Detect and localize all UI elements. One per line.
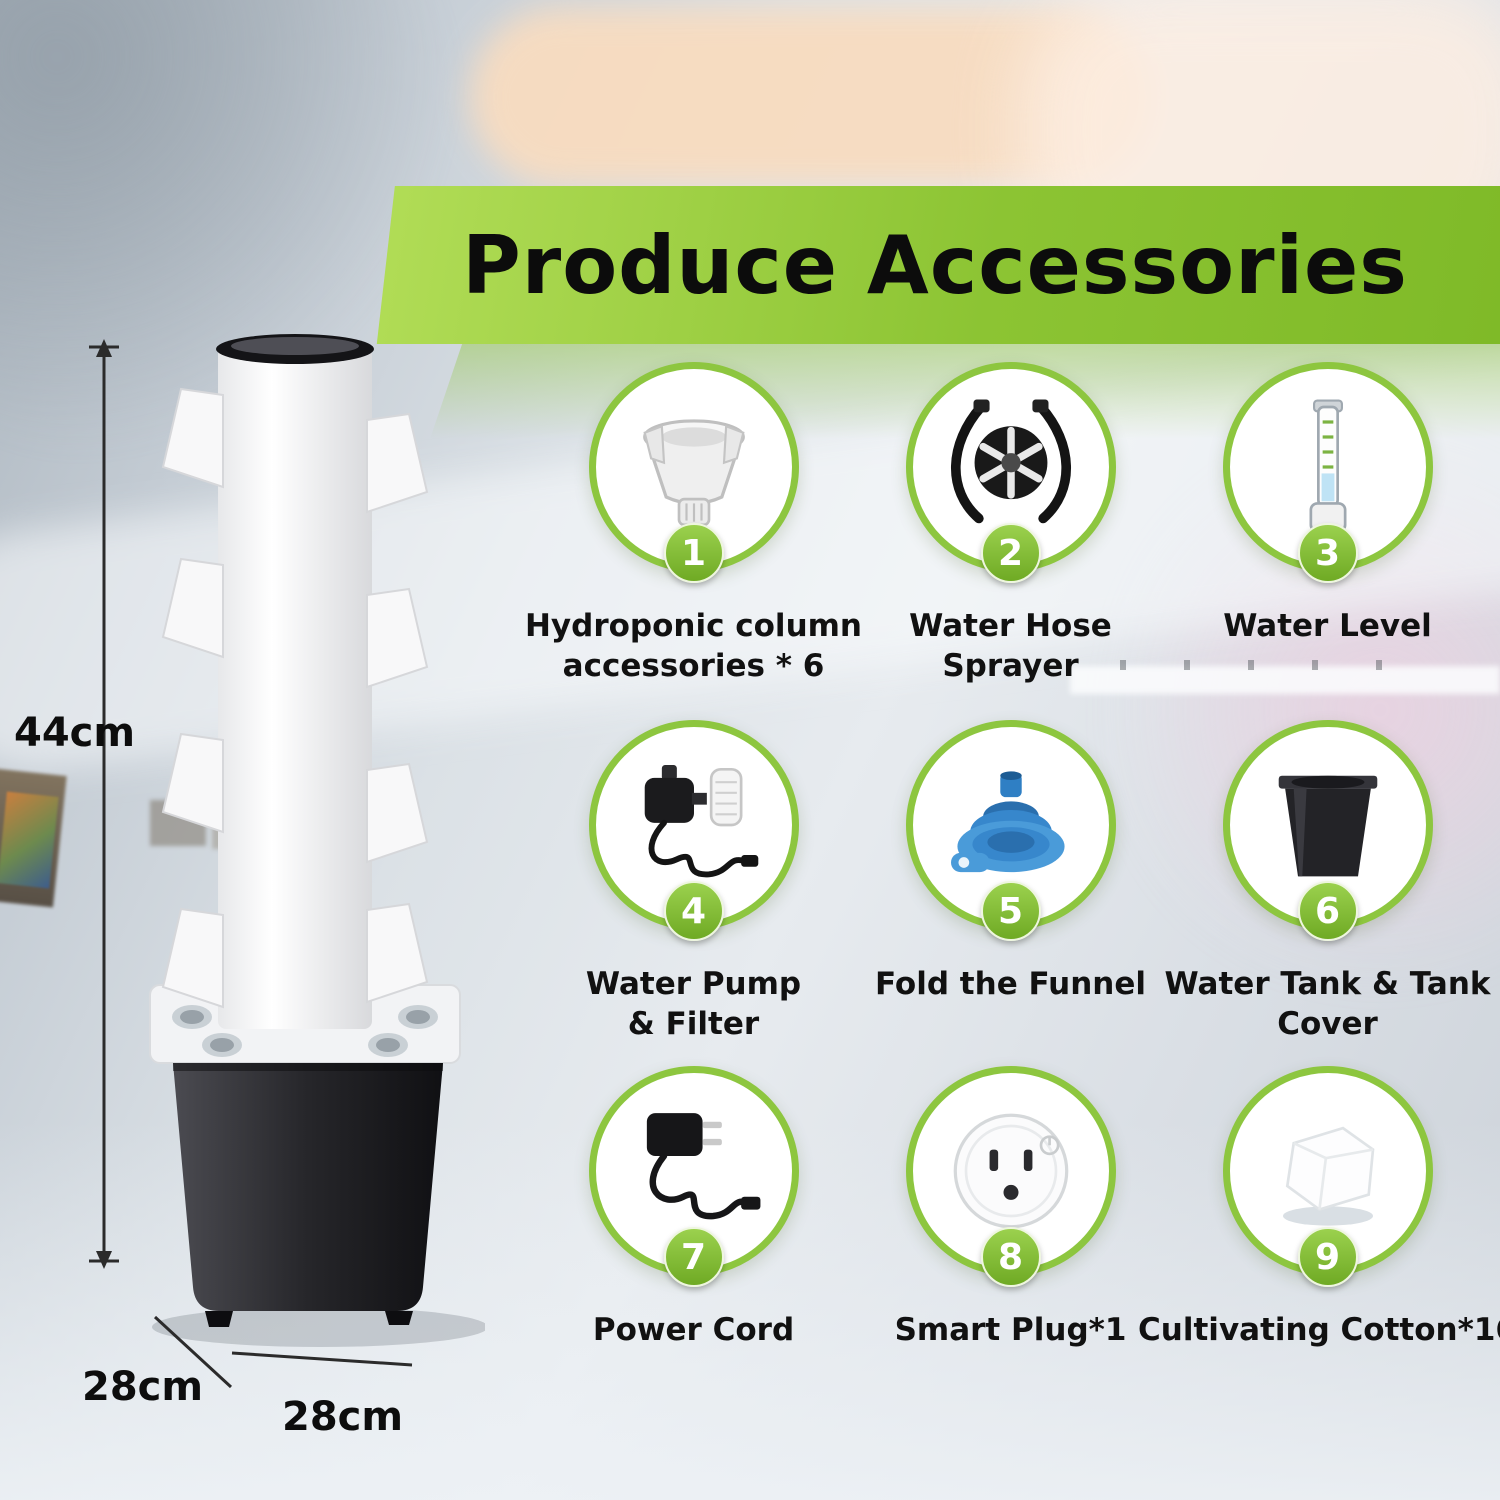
smart-plug-icon	[953, 1113, 1068, 1229]
accessory-item: 3 Water Level	[1222, 362, 1433, 720]
item-number-badge: 2	[980, 523, 1041, 583]
item-label: Power Cord	[592, 1312, 795, 1348]
accessories-grid: 1 Hydroponic column accessories * 6	[525, 362, 1500, 1350]
height-dimension-line	[89, 345, 119, 1263]
accessory-item: 4 Water Pump & Filter	[586, 720, 801, 1066]
item-photo-circle: 1	[588, 362, 799, 583]
water-tank-bucket	[173, 1063, 443, 1327]
item-label: Water Pump & Filter	[585, 966, 802, 1043]
item-label: Fold the Funnel	[874, 966, 1147, 1002]
power-cord-icon	[646, 1113, 760, 1220]
item-photo-circle: 7	[588, 1066, 799, 1287]
product-photo	[89, 334, 485, 1389]
hose-sprayer-icon	[950, 399, 1071, 524]
item-photo-circle: 8	[905, 1066, 1116, 1287]
item-label: Smart Plug*1	[894, 1312, 1127, 1348]
item-photo-circle: 6	[1222, 720, 1433, 941]
background-peach-glow	[470, 8, 1150, 186]
width-dimension-label: 28cm	[282, 1394, 404, 1440]
product-shadow	[152, 1307, 485, 1347]
item-label: Water Level	[1223, 608, 1432, 644]
accessory-item: 8 Smart Plug*1	[894, 1066, 1127, 1350]
item-label: Cultivating Cotton*16	[1138, 1312, 1500, 1348]
item-label: Water Tank & Tank Cover	[1164, 966, 1491, 1043]
item-photo-circle: 3	[1222, 362, 1433, 583]
item-number-badge: 4	[663, 881, 724, 941]
accessory-item: 6 Water Tank & Tank Cover	[1164, 720, 1491, 1066]
item-number-badge: 5	[980, 881, 1041, 941]
accessory-item: 5 Fold the Funnel	[875, 720, 1146, 1066]
accessory-item: 7 Power Cord	[588, 1066, 799, 1350]
item-photo-circle: 4	[588, 720, 799, 941]
item-number-badge: 1	[663, 523, 724, 583]
item-number-badge: 3	[1297, 523, 1358, 583]
cotton-cube-icon	[1282, 1126, 1374, 1226]
accessory-item: 1 Hydroponic column accessories * 6	[525, 362, 862, 720]
water-level-icon	[1309, 399, 1346, 533]
net-cup-icon	[642, 419, 745, 527]
item-photo-circle: 2	[905, 362, 1116, 583]
item-label: Hydroponic column accessories * 6	[524, 608, 863, 685]
height-dimension-label: 44cm	[14, 710, 136, 756]
accessory-item: 9 Cultivating Cotton*16	[1138, 1066, 1500, 1350]
water-tank-icon	[1278, 775, 1377, 877]
background-artwork	[0, 791, 59, 889]
item-number-badge: 7	[663, 1227, 724, 1287]
funnel-icon	[950, 771, 1065, 873]
depth-dimension-label: 28cm	[82, 1364, 204, 1410]
item-number-badge: 6	[1297, 881, 1358, 941]
item-number-badge: 9	[1297, 1227, 1358, 1287]
page-title: Produce Accessories	[462, 218, 1408, 312]
item-photo-circle: 5	[905, 720, 1116, 941]
item-photo-circle: 9	[1222, 1066, 1433, 1287]
accessory-item: 2 Water Hose Sprayer	[905, 362, 1116, 720]
tower-column	[216, 334, 374, 1029]
water-pump-icon	[644, 765, 758, 878]
item-label: Water Hose Sprayer	[909, 608, 1112, 685]
item-number-badge: 8	[980, 1227, 1041, 1287]
title-banner: Produce Accessories	[376, 186, 1500, 344]
